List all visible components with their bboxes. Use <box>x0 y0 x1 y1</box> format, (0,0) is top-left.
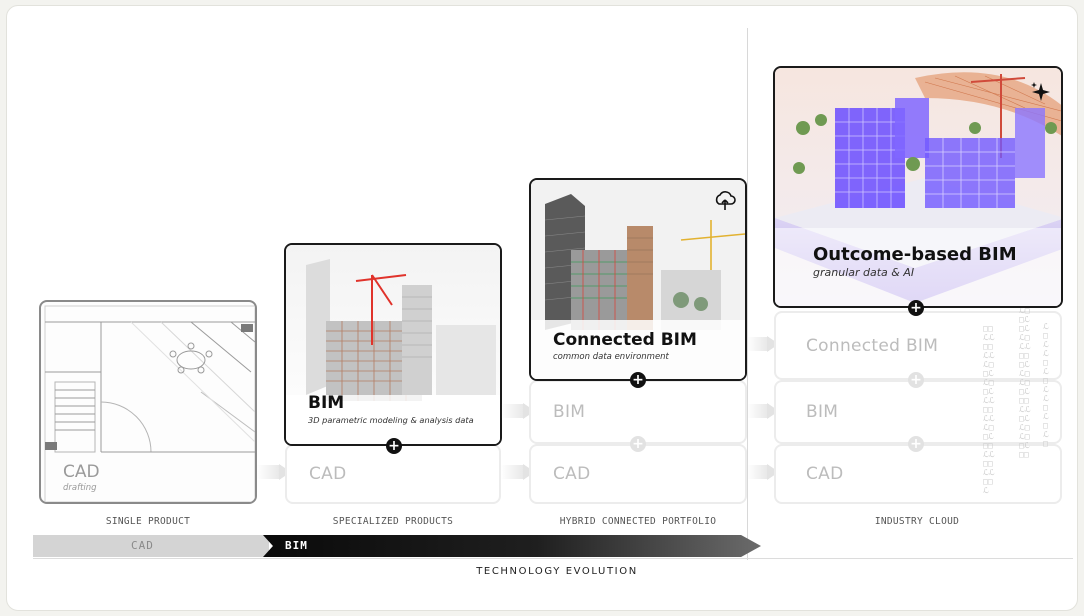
bim-card-subtitle: 3D parametric modeling & analysis data <box>308 415 474 425</box>
diagram-frame: CAD drafting SINGLE PRODUCT CAD <box>6 5 1078 611</box>
plus-icon: + <box>908 436 924 452</box>
cloud-icon <box>715 191 736 210</box>
connected-city-illustration <box>531 180 745 379</box>
connector-bar <box>747 465 769 479</box>
timeline-cad-label: CAD <box>131 539 154 552</box>
plus-icon: + <box>630 372 646 388</box>
connector-bar <box>501 404 525 418</box>
floorplan-illustration <box>44 305 255 502</box>
connected-bim-card-title: Connected BIM <box>553 330 697 350</box>
cad-card-title: CAD <box>63 462 100 482</box>
outcome-bim-card-title: Outcome-based BIM <box>813 244 1017 265</box>
timeline-baseline <box>33 558 1073 559</box>
column-label-single-product: SINGLE PRODUCT <box>105 516 191 527</box>
cad-card: CAD drafting <box>39 300 257 504</box>
outcome-bim-card: Outcome-based BIM granular data & AI <box>773 66 1063 308</box>
connector-bar <box>257 465 281 479</box>
ghost-cad-box: CAD <box>774 444 1062 504</box>
plus-icon: + <box>386 438 402 454</box>
sparkle-icon <box>1031 82 1050 101</box>
connected-bim-card-subtitle: common data environment <box>553 352 669 362</box>
ghost-bim-box: BIM <box>529 380 747 444</box>
ghost-bim-label: BIM <box>806 402 839 422</box>
outcome-bim-card-subtitle: granular data & AI <box>813 266 915 279</box>
column-label-hybrid-connected-portfolio: HYBRID CONNECTED PORTFOLIO <box>559 516 717 527</box>
ghost-cad-box: CAD <box>529 444 747 504</box>
timeline-title: TECHNOLOGY EVOLUTION <box>476 566 638 577</box>
connected-bim-card: Connected BIM common data environment <box>529 178 747 381</box>
timeline-bim-label: BIM <box>285 539 308 552</box>
digital-twin-illustration <box>775 68 1061 306</box>
connector-bar <box>501 465 525 479</box>
timeline-cad-segment: CAD <box>33 535 269 557</box>
ghost-cad-label: CAD <box>309 464 347 484</box>
column-label-specialized-products: SPECIALIZED PRODUCTS <box>332 516 454 527</box>
connector-bar <box>747 404 769 418</box>
bim-card: BIM 3D parametric modeling & analysis da… <box>284 243 502 446</box>
column-label-industry-cloud: INDUSTRY CLOUD <box>874 516 960 527</box>
cad-card-subtitle: drafting <box>63 483 97 493</box>
ghost-cad-box: CAD <box>285 444 501 504</box>
plus-icon: + <box>908 372 924 388</box>
ghost-cad-label: CAD <box>806 464 844 484</box>
timeline-bim-segment: BIM <box>263 535 761 557</box>
ghost-cad-label: CAD <box>553 464 591 484</box>
bim-building-illustration <box>286 245 500 444</box>
plus-icon: + <box>630 436 646 452</box>
connector-bar <box>747 337 769 351</box>
cloud-divider <box>747 28 748 560</box>
bim-card-title: BIM <box>308 393 345 413</box>
plus-icon: + <box>908 300 924 316</box>
ghost-connected-bim-label: Connected BIM <box>806 335 939 356</box>
ghost-bim-label: BIM <box>553 402 586 422</box>
